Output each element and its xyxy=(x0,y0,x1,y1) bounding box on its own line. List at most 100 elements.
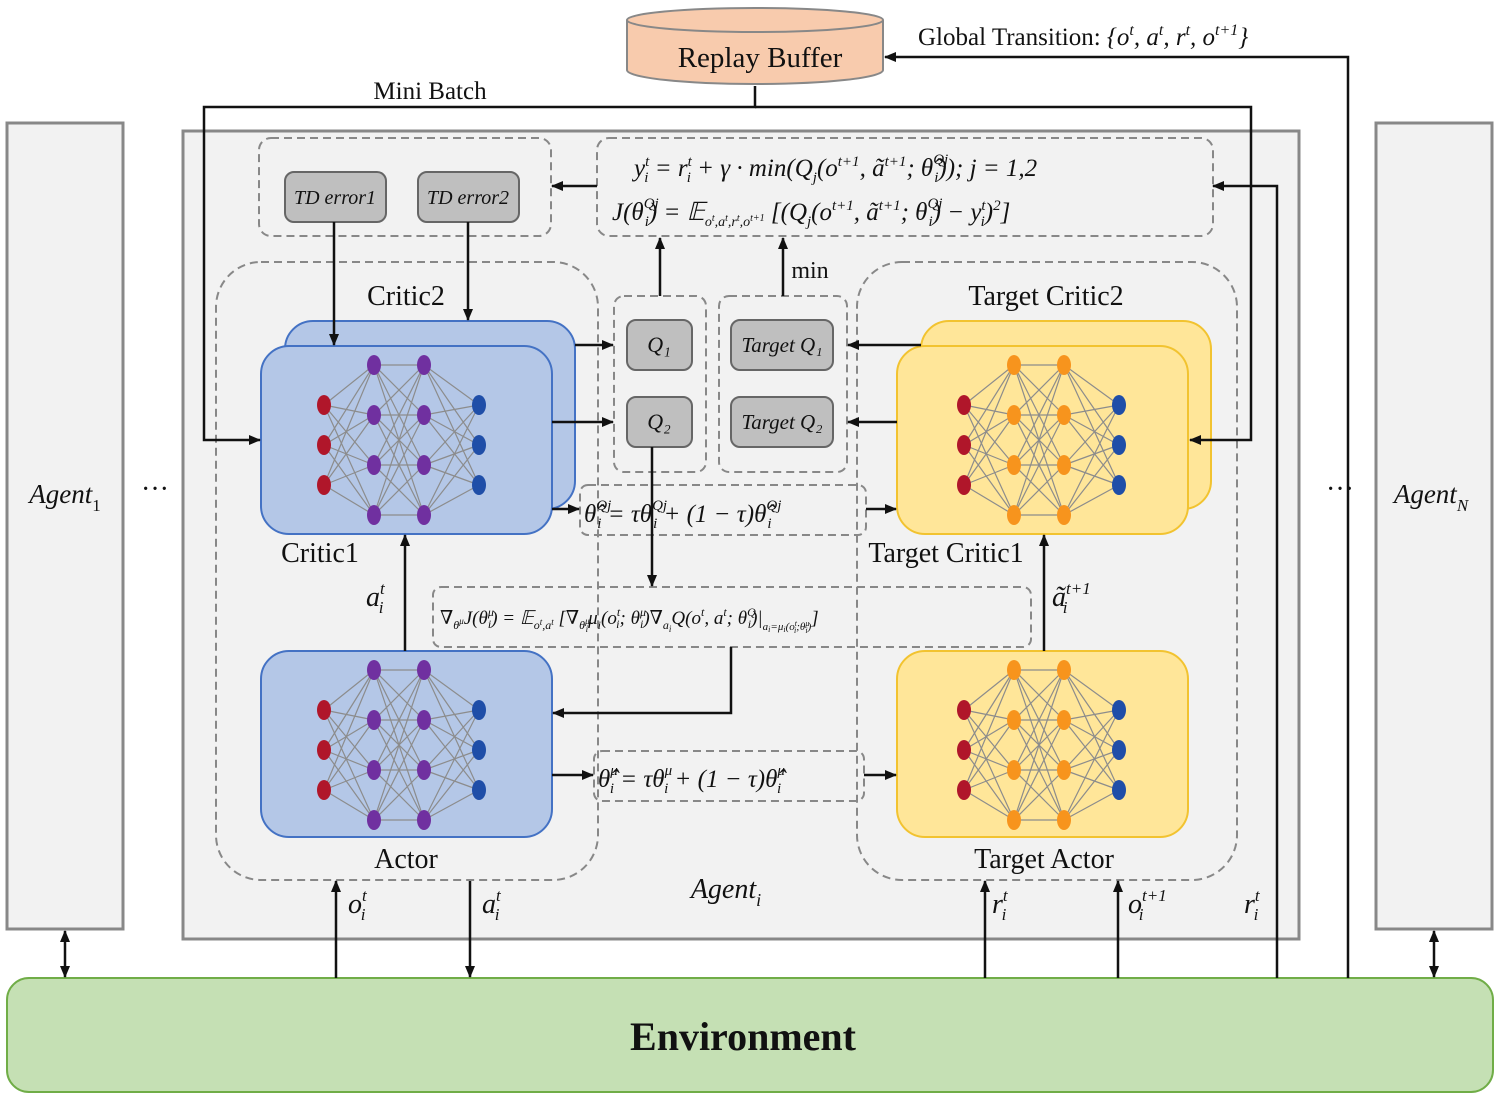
nn-edge xyxy=(423,364,480,446)
nn-node xyxy=(1112,700,1126,720)
nn-node xyxy=(417,710,431,730)
nn-edge xyxy=(1063,404,1120,466)
target-critic1-box xyxy=(896,345,1189,535)
nn-edge xyxy=(963,404,1015,516)
nn-edge xyxy=(323,749,375,821)
nn-edge xyxy=(963,719,1015,791)
target-q1-box xyxy=(730,319,834,371)
nn-node xyxy=(417,810,431,830)
nn-node xyxy=(472,700,486,720)
target-actor-label: Target Actor xyxy=(974,844,1114,875)
nn-edge xyxy=(1013,414,1065,516)
nn-edge xyxy=(323,719,375,751)
td-error2-label: TD error2 xyxy=(427,187,509,209)
online-networks-group xyxy=(215,261,599,881)
critic1-network xyxy=(317,355,486,525)
nn-edge xyxy=(1063,404,1120,416)
nn-node xyxy=(417,505,431,525)
target-critic2-label: Target Critic2 xyxy=(968,281,1123,312)
nn-edge xyxy=(1063,444,1120,466)
arrow-reward-loss xyxy=(1212,181,1279,978)
replay-buffer-label: Replay Buffer xyxy=(678,42,843,74)
agent-n-panel xyxy=(1374,121,1494,931)
td-error1-box xyxy=(284,171,387,223)
nn-node xyxy=(1057,660,1071,680)
nn-edge xyxy=(963,719,1015,751)
target-q1-label: Target Q₁ xyxy=(741,333,822,357)
nn-edge xyxy=(1063,669,1120,791)
target-q2-label: Target Q₂ xyxy=(741,410,822,434)
nn-edge xyxy=(1063,404,1120,516)
nn-edge xyxy=(423,769,480,791)
nn-node xyxy=(1057,355,1071,375)
nn-edge xyxy=(373,669,425,721)
arrow-minibatch-critic xyxy=(202,86,757,445)
nn-edge xyxy=(423,464,480,486)
nn-edge xyxy=(963,669,1015,791)
nn-node xyxy=(367,710,381,730)
nn-edge xyxy=(323,464,375,486)
nn-edge xyxy=(1063,484,1120,516)
nn-edge xyxy=(423,709,480,771)
ellipsis-left: ··· xyxy=(141,474,169,505)
target-critic1-network xyxy=(957,355,1126,525)
actor-network xyxy=(317,660,486,830)
nn-edge xyxy=(1063,719,1120,791)
nn-edge xyxy=(963,669,1015,711)
nn-node xyxy=(1057,505,1071,525)
nn-edge xyxy=(423,749,480,821)
td-error-group xyxy=(258,137,552,237)
nn-edge xyxy=(423,484,480,516)
nn-edge xyxy=(323,789,375,821)
nn-edge xyxy=(323,414,375,486)
nn-edge xyxy=(1013,669,1065,721)
nn-edge xyxy=(323,769,375,791)
nn-node xyxy=(1007,505,1021,525)
nn-node xyxy=(1112,740,1126,760)
nn-edge xyxy=(1013,669,1065,771)
nn-node xyxy=(472,475,486,495)
nn-node xyxy=(472,395,486,415)
nn-edge xyxy=(373,364,425,516)
nn-edge xyxy=(1063,709,1120,821)
nn-edge xyxy=(1063,414,1120,486)
nn-edge xyxy=(373,669,425,771)
nn-edge xyxy=(323,669,375,711)
nn-edge xyxy=(963,414,1015,486)
nn-node xyxy=(367,455,381,475)
nn-edge xyxy=(323,484,375,516)
nn-edge xyxy=(423,404,480,416)
arrow-minibatch-target-critic xyxy=(755,105,1253,445)
nn-node xyxy=(367,810,381,830)
nn-node xyxy=(1007,455,1021,475)
nn-node xyxy=(367,660,381,680)
nn-edge xyxy=(373,464,425,516)
nn-edge xyxy=(963,749,1015,771)
critic1-box xyxy=(260,345,553,535)
nn-node xyxy=(1057,405,1071,425)
nn-edge xyxy=(423,669,480,711)
nn-edge xyxy=(963,464,1015,486)
nn-edge xyxy=(1013,364,1065,516)
nn-edge xyxy=(1063,709,1120,771)
nn-node xyxy=(1112,475,1126,495)
nn-edge xyxy=(373,364,425,416)
nn-node xyxy=(472,740,486,760)
nn-node xyxy=(1112,395,1126,415)
mini-batch-label: Mini Batch xyxy=(373,78,487,105)
nn-edge xyxy=(1063,709,1120,721)
nn-edge xyxy=(1063,414,1120,446)
nn-node xyxy=(367,355,381,375)
nn-node xyxy=(367,405,381,425)
nn-edge xyxy=(323,364,375,486)
nn-edge xyxy=(1013,769,1065,821)
nn-edge xyxy=(423,709,480,721)
nn-edge xyxy=(1013,719,1065,821)
environment-label: Environment xyxy=(630,1014,857,1059)
connectors xyxy=(60,52,1439,978)
nn-edge xyxy=(423,669,480,751)
nn-node xyxy=(957,700,971,720)
target-networks-group xyxy=(856,261,1238,881)
